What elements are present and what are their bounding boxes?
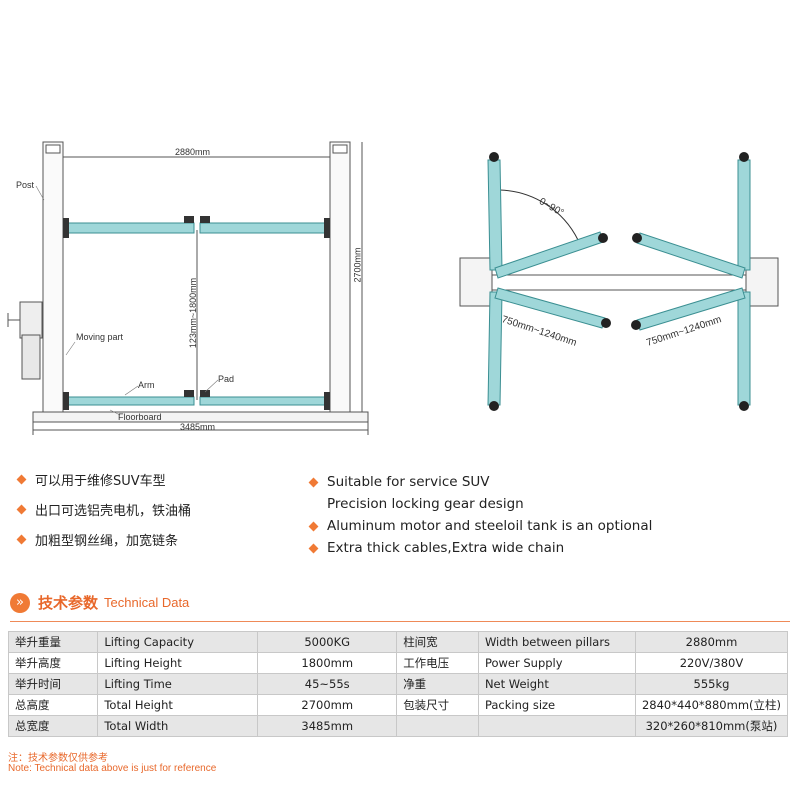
front-height-label: 2700mm (352, 247, 363, 283)
front-width-label: 2880mm (175, 147, 211, 157)
table-cell: 举升高度 (7, 652, 99, 674)
feature-en-4: Extra thick cables,Extra wide chain (308, 540, 564, 556)
table-cell: 45~55s (257, 673, 398, 695)
table-cell (477, 715, 636, 737)
table-cell: 320*260*810mm(泵站) (634, 715, 789, 737)
table-cell: Packing size (477, 694, 636, 716)
table-cell: Width between pillars (477, 631, 636, 653)
table-cell: 包装尺寸 (396, 694, 479, 716)
front-range-label: 123mm~1800mm (188, 277, 199, 349)
table-cell: 工作电压 (396, 652, 479, 674)
bullet-icon (16, 474, 27, 485)
note-cn: 注：技术参数仅供参考 (8, 753, 108, 764)
table-cell: 总宽度 (7, 715, 99, 737)
note-en: Note: Technical data above is just for r… (8, 763, 217, 774)
bullet-icon (308, 543, 319, 553)
table-cell: 2840*440*880mm(立柱) (634, 694, 789, 716)
table-cell: Lifting Time (97, 673, 259, 695)
table-cell: Power Supply (477, 652, 636, 674)
post-label: Post (16, 180, 35, 190)
front-base-label: 3485mm (180, 422, 216, 432)
bullet-icon (16, 534, 27, 545)
table-row: 总宽度 Total Width 3485mm 320*260*810mm(泵站) (7, 715, 789, 737)
table-row: 总高度 Total Height 2700mm 包装尺寸 Packing siz… (7, 694, 789, 716)
lift-drawing (7, 141, 779, 435)
table-cell (396, 715, 479, 737)
technical-data-table: 举升重量 Lifting Capacity 5000KG 柱间宽 Width b… (7, 631, 789, 737)
double-chevron-icon: » (10, 592, 30, 613)
table-row: 举升重量 Lifting Capacity 5000KG 柱间宽 Width b… (7, 631, 789, 653)
bullet-icon (308, 477, 319, 487)
table-cell: 555kg (634, 673, 789, 695)
table-cell: Total Width (97, 715, 259, 737)
feature-cn-1: 可以用于维修SUV车型 (16, 470, 166, 489)
table-cell: 总高度 (7, 694, 99, 716)
section-title-en: Technical Data (104, 595, 190, 610)
moving-part-label: Moving part (76, 332, 124, 342)
feature-en-2: Precision locking gear design (327, 496, 524, 512)
bullet-icon (308, 521, 319, 531)
table-cell: 举升重量 (7, 631, 99, 653)
table-cell: 举升时间 (7, 673, 99, 695)
table-cell: 2700mm (257, 694, 398, 716)
table-cell: Lifting Capacity (97, 631, 259, 653)
table-row: 举升高度 Lifting Height 1800mm 工作电压 Power Su… (7, 652, 789, 674)
bullet-icon (16, 504, 27, 515)
floorboard-label: Floorboard (118, 412, 162, 422)
table-cell: Net Weight (477, 673, 636, 695)
table-cell: 220V/380V (634, 652, 789, 674)
technical-data-heading: » 技术参数 Technical Data (10, 592, 189, 613)
table-row: 举升时间 Lifting Time 45~55s 净重 Net Weight 5… (7, 673, 789, 695)
table-cell: 1800mm (257, 652, 398, 674)
table-cell: 2880mm (634, 631, 789, 653)
feature-en-1: Suitable for service SUV (308, 474, 490, 490)
table-cell: 净重 (396, 673, 479, 695)
lift-diagram: 2880mm 2700mm 123mm~1800mm 3485mm Post M… (0, 130, 800, 440)
table-cell: Total Height (97, 694, 259, 716)
feature-cn-3: 加粗型钢丝绳，加宽链条 (16, 530, 178, 549)
feature-en-3: Aluminum motor and steeloil tank is an o… (308, 518, 652, 534)
table-cell: 3485mm (257, 715, 398, 737)
section-title-cn: 技术参数 (38, 594, 99, 612)
table-cell: Lifting Height (97, 652, 259, 674)
table-cell: 5000KG (257, 631, 398, 653)
table-cell: 柱间宽 (396, 631, 479, 653)
arm-label: Arm (138, 380, 155, 390)
section-divider (10, 621, 790, 622)
pad-label: Pad (218, 374, 235, 384)
feature-cn-2: 出口可选铝壳电机，铁油桶 (16, 500, 191, 519)
